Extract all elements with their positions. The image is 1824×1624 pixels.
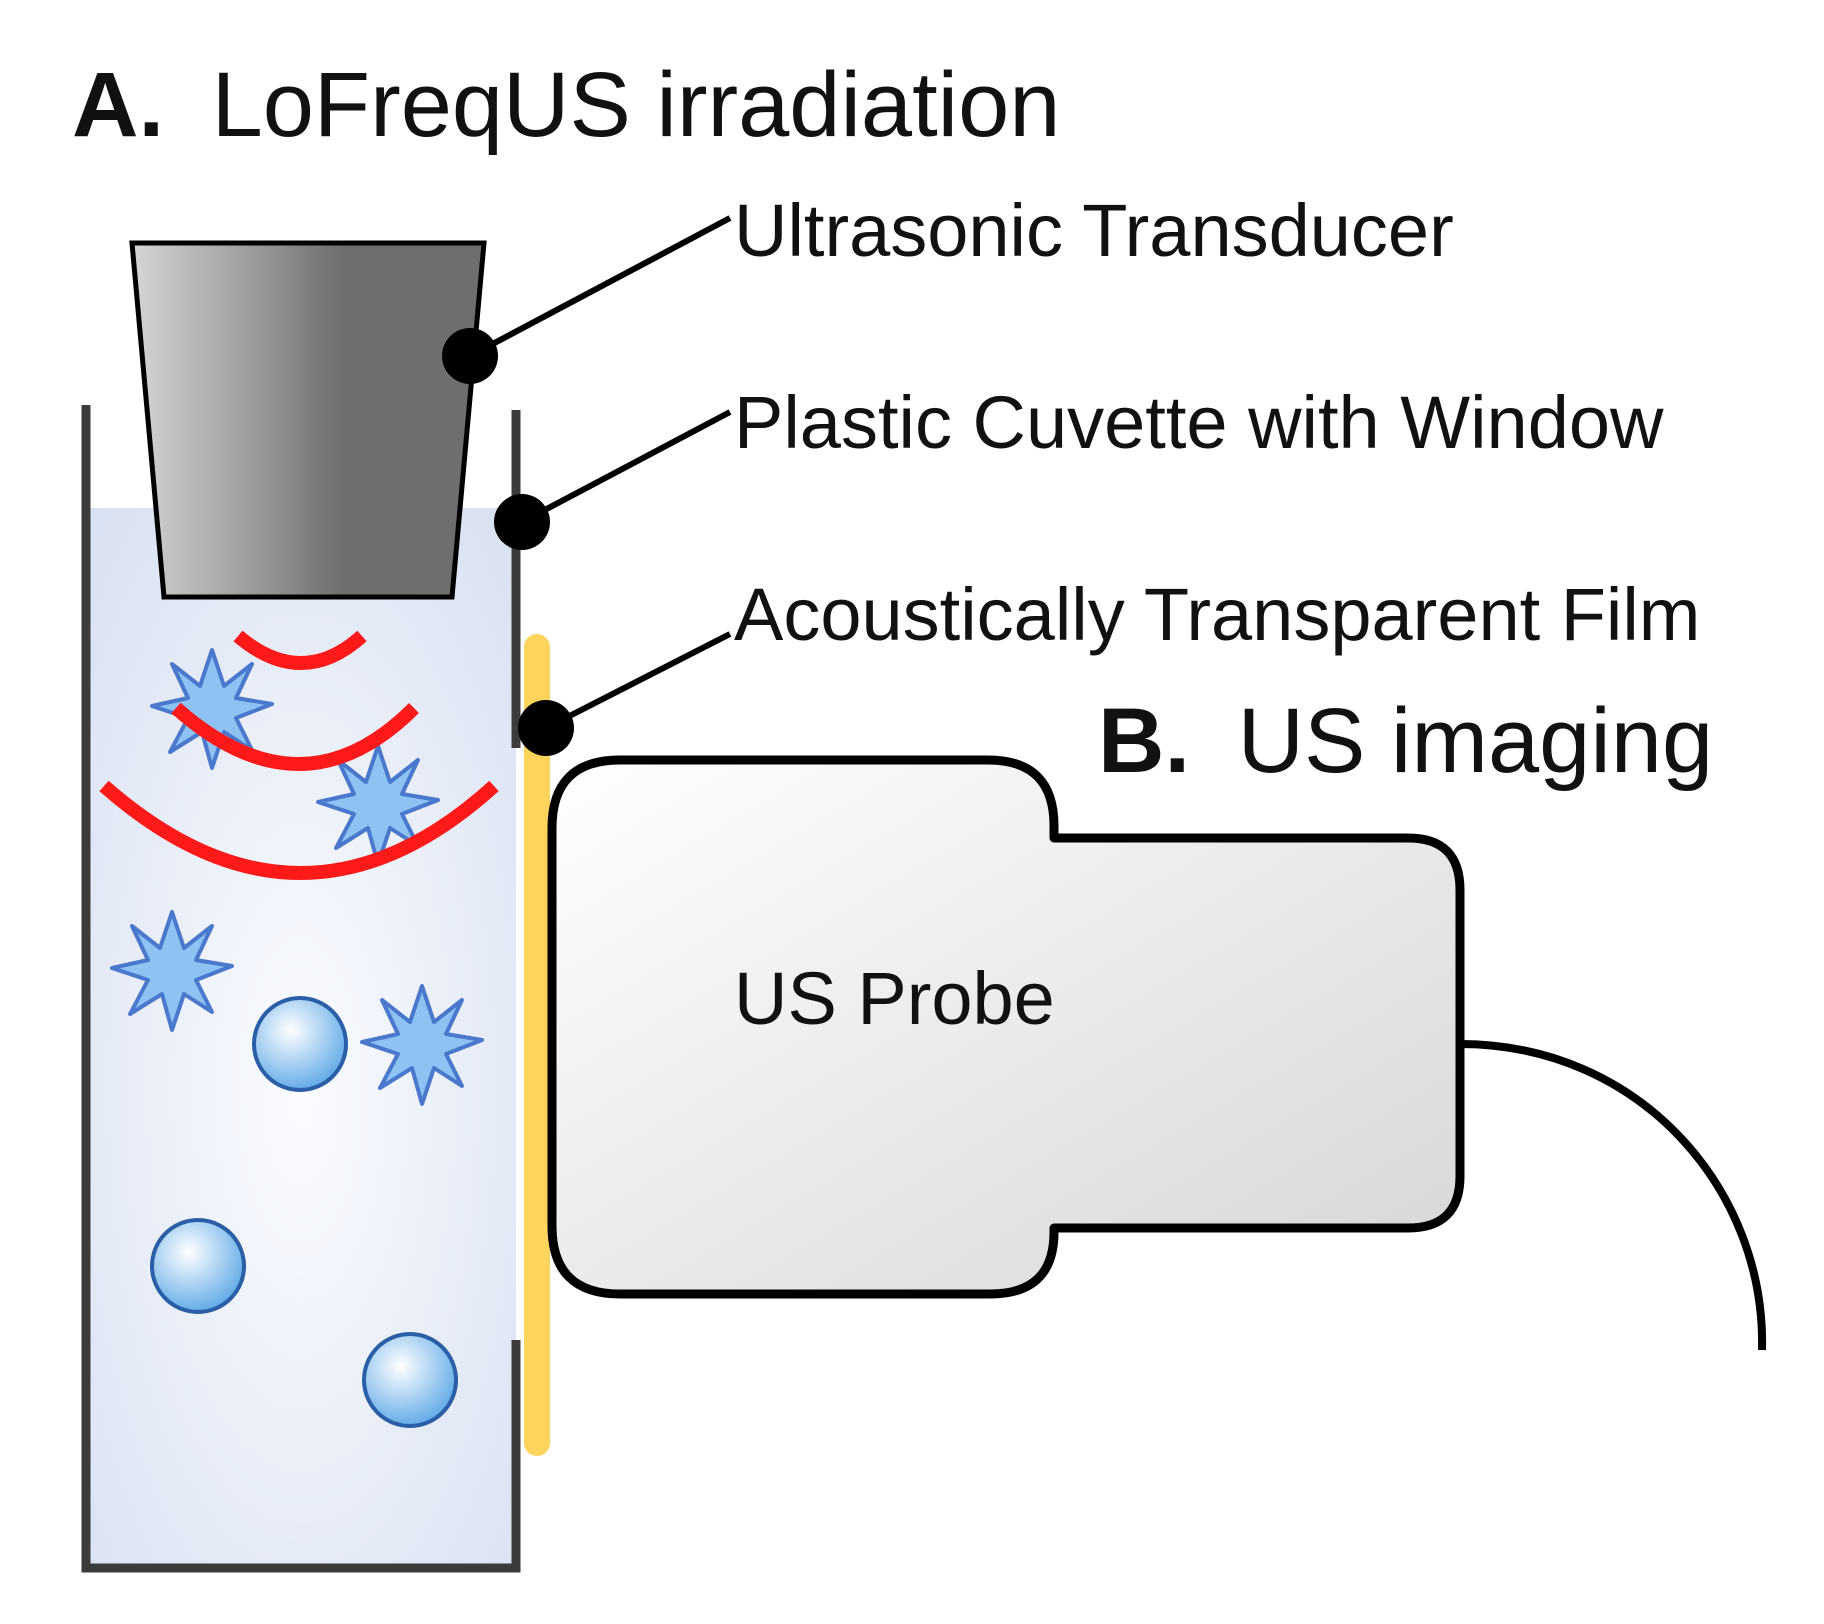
cavitation-star [110, 910, 234, 1032]
cavitation-star [360, 984, 484, 1106]
wave-arc-small [233, 630, 367, 670]
leader-transducer [468, 215, 732, 359]
plastic-cuvette [81, 405, 521, 1573]
leader-film [544, 631, 732, 731]
callout-film-label: Acoustically Transparent Film [734, 573, 1700, 656]
dot-film [518, 700, 574, 756]
section-a-letter: A. [72, 54, 164, 156]
section-b-heading: B. US imaging [1098, 690, 1713, 792]
section-a-heading: A. LoFreqUS irradiation [72, 54, 1060, 156]
microbubble [252, 996, 348, 1092]
section-b-title: US imaging [1238, 690, 1714, 792]
callout-transducer-label: Ultrasonic Transducer [734, 189, 1454, 272]
cavitation-star [150, 648, 274, 770]
dot-cuvette [494, 494, 550, 550]
callout-leaders [468, 215, 732, 731]
callout-dots [442, 328, 574, 756]
ultrasonic-transducer [129, 240, 487, 600]
cavitation-events [110, 648, 484, 1106]
us-probe [547, 755, 1465, 1299]
section-b-letter: B. [1098, 690, 1190, 792]
probe-cable [1459, 1040, 1767, 1351]
wave-arc-medium [171, 702, 419, 771]
wave-arc-large [99, 780, 499, 880]
microbubbles [150, 996, 458, 1428]
leader-cuvette [520, 409, 732, 525]
ultrasound-waves [99, 630, 499, 880]
dot-transducer [442, 328, 498, 384]
acoustic-film [524, 634, 550, 1456]
section-a-title: LoFreqUS irradiation [212, 54, 1061, 156]
microbubble [362, 1332, 458, 1428]
callout-cuvette-label: Plastic Cuvette with Window [734, 381, 1664, 464]
probe-label: US Probe [734, 957, 1055, 1040]
microbubble [150, 1218, 246, 1314]
